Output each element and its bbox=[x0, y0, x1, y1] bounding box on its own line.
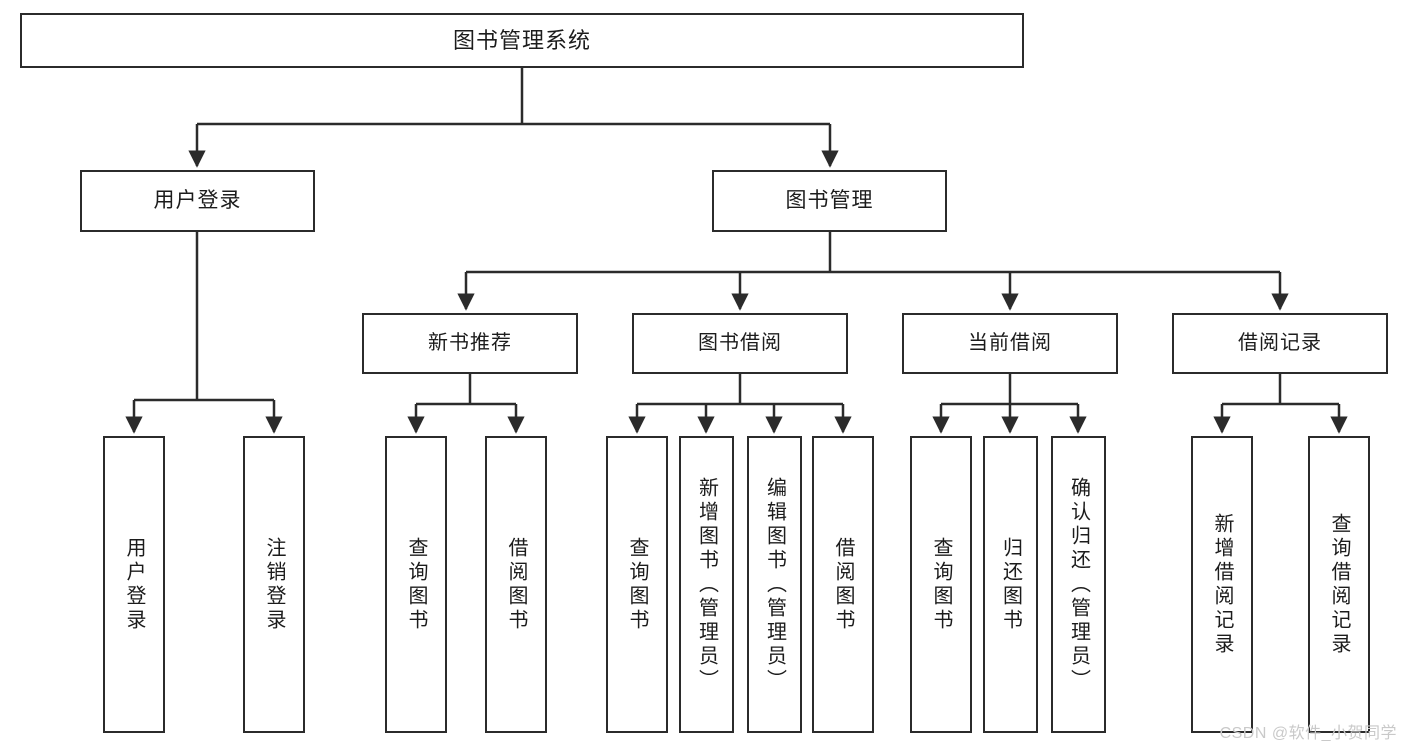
node-label: 借阅记录 bbox=[1238, 332, 1322, 354]
node-label: 当前借阅 bbox=[968, 332, 1052, 354]
node-new-book-recommend[interactable]: 新书推荐 bbox=[362, 313, 578, 374]
leaf-query-book-recommend[interactable]: 查询图书 bbox=[385, 436, 447, 733]
node-label: 注销登录 bbox=[263, 536, 285, 633]
node-label: 查询图书 bbox=[930, 536, 952, 633]
leaf-query-book-current[interactable]: 查询图书 bbox=[910, 436, 972, 733]
leaf-query-borrow-record[interactable]: 查询借阅记录 bbox=[1308, 436, 1370, 733]
node-label: 新增图书（管理员） bbox=[695, 476, 718, 693]
node-label: 查询图书 bbox=[626, 536, 648, 633]
node-current-borrow[interactable]: 当前借阅 bbox=[902, 313, 1118, 374]
node-label: 归还图书 bbox=[999, 536, 1022, 633]
leaf-query-book-borrow[interactable]: 查询图书 bbox=[606, 436, 668, 733]
leaf-confirm-return[interactable]: 确认归还（管理员） bbox=[1051, 436, 1106, 733]
node-label: 图书管理 bbox=[785, 188, 874, 212]
leaf-user-login[interactable]: 用户登录 bbox=[103, 436, 165, 733]
node-label: 确认归还（管理员） bbox=[1067, 476, 1090, 693]
node-label: 新增借阅记录 bbox=[1211, 512, 1233, 657]
leaf-borrow-book-recommend[interactable]: 借阅图书 bbox=[485, 436, 547, 733]
node-label: 图书借阅 bbox=[698, 332, 782, 354]
node-book-borrow[interactable]: 图书借阅 bbox=[632, 313, 848, 374]
node-book-manage[interactable]: 图书管理 bbox=[712, 170, 947, 232]
node-label: 借阅图书 bbox=[832, 536, 854, 633]
node-label: 用户登录 bbox=[123, 536, 145, 633]
node-root-system[interactable]: 图书管理系统 bbox=[20, 13, 1024, 68]
node-label: 查询借阅记录 bbox=[1328, 512, 1350, 657]
node-borrow-record[interactable]: 借阅记录 bbox=[1172, 313, 1388, 374]
node-label: 新书推荐 bbox=[428, 332, 512, 354]
watermark-text: CSDN @软件_小贺同学 bbox=[1219, 725, 1397, 742]
leaf-logout-login[interactable]: 注销登录 bbox=[243, 436, 305, 733]
leaf-edit-book[interactable]: 编辑图书（管理员） bbox=[747, 436, 802, 733]
node-label: 借阅图书 bbox=[505, 536, 527, 633]
node-label: 编辑图书（管理员） bbox=[763, 476, 786, 693]
node-label: 用户登录 bbox=[153, 188, 242, 212]
node-user-login[interactable]: 用户登录 bbox=[80, 170, 315, 232]
leaf-add-borrow-record[interactable]: 新增借阅记录 bbox=[1191, 436, 1253, 733]
leaf-return-book[interactable]: 归还图书 bbox=[983, 436, 1038, 733]
leaf-borrow-book-borrow[interactable]: 借阅图书 bbox=[812, 436, 874, 733]
leaf-add-book[interactable]: 新增图书（管理员） bbox=[679, 436, 734, 733]
node-label: 图书管理系统 bbox=[452, 27, 591, 53]
node-label: 查询图书 bbox=[405, 536, 427, 633]
